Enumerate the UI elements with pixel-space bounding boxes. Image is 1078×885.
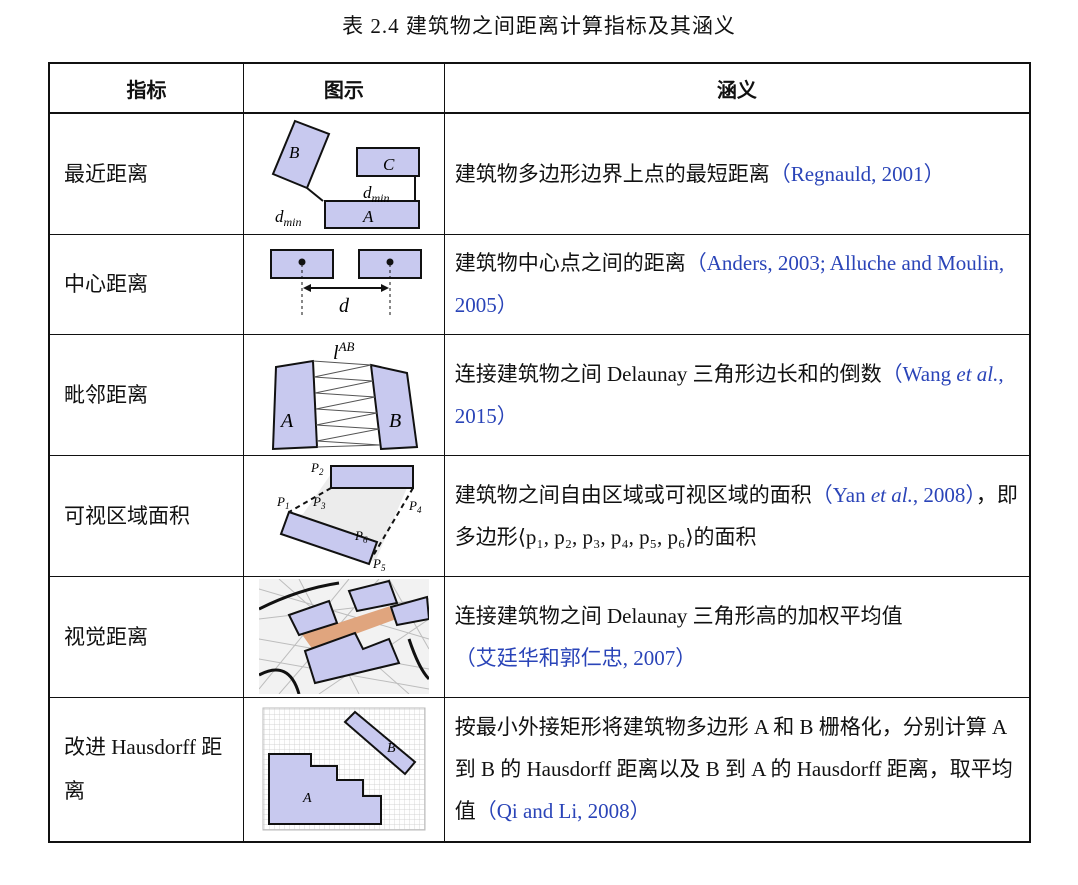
label-p5: P5 xyxy=(372,556,386,572)
table-row: 改进 Hausdorff 距离 A B 按最小外接矩形将建筑物多边形 A xyxy=(48,696,1031,843)
adjacency-distance-figure: A B lAB xyxy=(271,339,418,451)
header-figure: 图示 xyxy=(243,62,445,114)
label-p4: P4 xyxy=(408,498,422,515)
label-dmin-left: dmin xyxy=(275,207,302,229)
center-distance-figure: d xyxy=(269,249,422,318)
header-meaning: 涵义 xyxy=(443,62,1031,114)
table-caption: 表 2.4 建筑物之间距离计算指标及其涵义 xyxy=(342,14,736,38)
metric-figure: A B xyxy=(243,696,445,843)
metric-figure: P2 P1 P3 P4 P6 P5 xyxy=(243,454,445,577)
metric-name: 改进 Hausdorff 距离 xyxy=(48,696,245,843)
label-p6: P6 xyxy=(354,528,368,545)
label-l-ab: lAB xyxy=(333,339,355,364)
metric-name: 视觉距离 xyxy=(48,575,245,698)
label-a: A xyxy=(279,410,294,432)
label-b: B xyxy=(389,410,401,432)
label-c: C xyxy=(383,155,395,174)
label-p3: P3 xyxy=(312,494,326,511)
desc-tail: ，即多边形⟨p₁, p₂, p₃, p₄, p₅, p₆⟩的面积 xyxy=(454,482,1018,549)
label-a: A xyxy=(362,207,374,226)
citation: （Wang et al., 2015） xyxy=(454,361,1004,428)
metric-name: 最近距离 xyxy=(48,112,245,235)
table-row: 可视区域面积 P2 P1 P3 P4 xyxy=(48,454,1031,577)
metric-figure xyxy=(243,575,445,698)
header-indicator: 指标 xyxy=(48,62,245,114)
label-b: B xyxy=(387,741,396,756)
header-row: 指标 图示 涵义 xyxy=(48,62,1031,114)
table-row: 毗邻距离 A B lAB 连接建筑物之间 Delaunay 三角形边长和的倒数（… xyxy=(48,333,1031,456)
label-b: B xyxy=(289,143,300,162)
nearest-distance-figure: B C A dmin dmin xyxy=(271,119,420,229)
citation: （Yan et al., 2008） xyxy=(811,482,976,507)
label-p1: P1 xyxy=(276,494,289,511)
label-p2: P2 xyxy=(310,460,324,477)
desc-text: 按最小外接矩形将建筑物多边形 A 和 B 栅格化，分别计算 A 到 B 的 Ha… xyxy=(454,715,1013,824)
metric-description: 连接建筑物之间 Delaunay 三角形边长和的倒数（Wang et al., … xyxy=(443,333,1031,456)
metric-name: 中心距离 xyxy=(48,233,245,335)
metric-description: 按最小外接矩形将建筑物多边形 A 和 B 栅格化，分别计算 A 到 B 的 Ha… xyxy=(443,696,1031,843)
desc-text: 建筑物之间自由区域或可视区域的面积 xyxy=(454,482,812,507)
citation: （Anders, 2003; Alluche and Moulin, 2005） xyxy=(454,251,1005,317)
metric-description: 连接建筑物之间 Delaunay 三角形高的加权平均值 （艾廷华和郭仁忠, 200… xyxy=(443,575,1031,698)
citation: （艾廷华和郭仁忠, 2007） xyxy=(454,645,697,670)
label-d: d xyxy=(339,295,350,317)
table-row: 最近距离 B C A dmin dmin 建筑物多边形边界上点的最短距离（Reg… xyxy=(48,112,1031,235)
hausdorff-figure: A B xyxy=(262,707,426,831)
metric-figure: B C A dmin dmin xyxy=(243,112,445,235)
metric-figure: d xyxy=(243,233,445,335)
distance-metrics-table: 指标 图示 涵义 最近距离 B C A dmin dmin xyxy=(48,62,1031,843)
metric-name: 可视区域面积 xyxy=(48,454,245,577)
label-dmin-right: dmin xyxy=(363,183,390,205)
metric-description: 建筑物多边形边界上点的最短距离（Regnauld, 2001） xyxy=(443,112,1031,235)
table-row: 视觉距离 xyxy=(48,575,1031,698)
metric-description: 建筑物中心点之间的距离（Anders, 2003; Alluche and Mo… xyxy=(443,233,1031,335)
label-a: A xyxy=(302,791,312,806)
visible-area-figure: P2 P1 P3 P4 P6 P5 xyxy=(276,460,422,572)
desc-text: 建筑物多边形边界上点的最短距离 xyxy=(454,161,770,186)
desc-text: 连接建筑物之间 Delaunay 三角形边长和的倒数 xyxy=(454,361,882,386)
metric-name: 毗邻距离 xyxy=(48,333,245,456)
visual-distance-figure xyxy=(258,579,429,694)
metric-description: 建筑物之间自由区域或可视区域的面积（Yan et al., 2008），即多边形… xyxy=(443,454,1031,577)
desc-text: 连接建筑物之间 Delaunay 三角形高的加权平均值 xyxy=(454,603,903,628)
desc-text: 建筑物中心点之间的距离 xyxy=(454,251,686,275)
table-row: 中心距离 d 建筑物中心点之间的距离（Anders, 2003; Alluche… xyxy=(48,233,1031,335)
citation: （Qi and Li, 2008） xyxy=(475,799,651,824)
metric-figure: A B lAB xyxy=(243,333,445,456)
citation: （Regnauld, 2001） xyxy=(769,161,945,186)
